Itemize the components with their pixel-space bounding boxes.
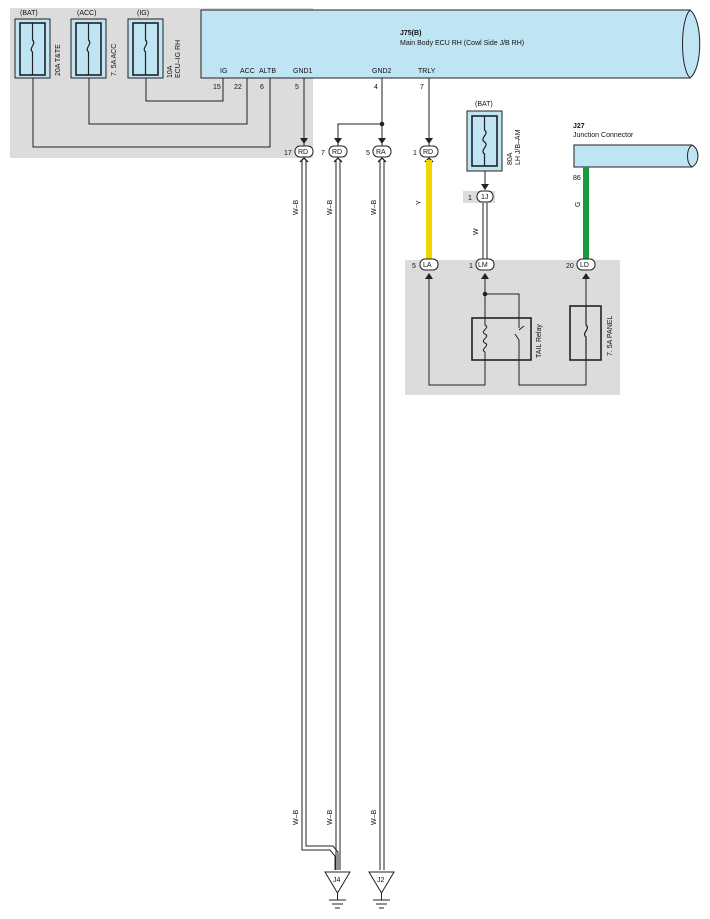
connector-1-code: RD — [423, 149, 433, 156]
ground-j2: J2 — [368, 871, 395, 909]
green-wire — [583, 167, 589, 259]
connector-17-code: RD — [298, 149, 308, 156]
fuse-tte-rating: 20A T&TE — [55, 44, 62, 76]
wire-label-y: Y — [416, 200, 423, 205]
ground-j4: J4 — [324, 871, 351, 909]
connector-1-rd: 1 RD — [413, 145, 439, 158]
ecu-ground-wiring — [303, 78, 430, 146]
fuse-ig-source: (IG) — [137, 10, 149, 17]
fuse-to-ecu-wires — [32, 78, 271, 148]
lh-fuse-rating-2: LH J/B–AM — [515, 129, 522, 165]
lh-fuse-arrow — [481, 184, 489, 190]
terminal-name-trly: TRLY — [418, 68, 436, 75]
wire-label-g: G — [575, 202, 582, 207]
ecu-name: Main Body ECU RH (Cowl Side J/B RH) — [400, 40, 524, 47]
terminal-name-ig: IG — [220, 68, 227, 75]
yellow-wire — [426, 160, 432, 259]
connector-lm-code: LM — [478, 262, 488, 269]
connector-17-rd: 17 RD — [284, 145, 314, 158]
j27-name: Junction Connector — [573, 132, 634, 139]
gnd2-splice — [379, 121, 385, 127]
fuse-acc-source: (ACC) — [77, 10, 96, 17]
jb-panel-background — [405, 260, 620, 395]
j27-pin: 86 — [573, 175, 581, 182]
connector-5-pin: 5 — [366, 150, 370, 157]
pin-ig: 15 — [213, 84, 221, 91]
connector-ld-code: LD — [580, 262, 589, 269]
terminal-name-acc: ACC — [240, 68, 255, 75]
connector-ld-pin: 20 — [566, 263, 574, 270]
lm-splice — [482, 291, 488, 297]
connector-la-code: LA — [423, 262, 432, 269]
connector-17-pin: 17 — [284, 150, 292, 157]
pin-gnd1: 5 — [295, 84, 299, 91]
wire-label-wb-4: W–B — [293, 810, 300, 826]
j27-connector — [573, 144, 699, 168]
connector-7-rd: 7 RD — [321, 145, 348, 158]
ecu-box — [200, 9, 701, 79]
pin-gnd2: 4 — [374, 84, 378, 91]
j27-code: J27 — [573, 123, 585, 130]
connector-1-pin: 1 — [413, 150, 417, 157]
connector-20-ld: 20 LD — [566, 258, 596, 271]
terminal-name-gnd2: GND2 — [372, 68, 392, 75]
connector-5-code: RA — [376, 149, 386, 156]
white-wire — [482, 203, 488, 259]
fuse-lh-jb-am: (BAT) 80A LH J/B–AM — [466, 101, 522, 172]
fuse-tte-source: (BAT) — [20, 10, 38, 17]
ecu-code: J75(B) — [400, 30, 421, 37]
terminal-name-gnd1: GND1 — [293, 68, 313, 75]
fuse-acc-rating: 7. 5A ACC — [111, 44, 118, 76]
tail-relay: TAIL Relay — [471, 317, 543, 361]
fuse-ig-rating-2: ECU–IG RH — [175, 40, 182, 78]
wire-label-w: W — [473, 228, 480, 235]
connector-la-pin: 5 — [412, 263, 416, 270]
lh-fuse-source: (BAT) — [475, 101, 493, 108]
jb-internal-wiring — [428, 279, 587, 386]
connector-1j — [476, 190, 494, 203]
wire-label-wb-6: W–B — [371, 810, 378, 826]
j27-connector-edge — [687, 144, 693, 168]
ground-j2-code: J2 — [377, 877, 385, 884]
wire-label-wb-1: W–B — [293, 200, 300, 216]
connector-5-ra: 5 RA — [366, 145, 392, 158]
connector-arrows-jb — [425, 273, 590, 279]
pin-acc: 22 — [234, 84, 242, 91]
connector-lm-pin: 1 — [469, 263, 473, 270]
lh-fuse-rating-1: 80A — [507, 152, 514, 165]
ground-wires — [301, 160, 385, 870]
fuse-acc: (ACC) 7. 5A ACC — [70, 10, 118, 79]
wire-label-wb-5: W–B — [327, 810, 334, 826]
ecu-box-edge — [682, 9, 691, 79]
tail-relay-label: TAIL Relay — [536, 324, 543, 358]
connector-7-pin: 7 — [321, 150, 325, 157]
pin-trly: 7 — [420, 84, 424, 91]
ground-j4-code: J4 — [333, 877, 341, 884]
wire-label-wb-2: W–B — [327, 200, 334, 216]
connector-1j-pin: 1 — [468, 195, 472, 202]
connector-1j-code: 1J — [481, 194, 488, 201]
fuse-panel: 7. 5A PANEL — [569, 305, 614, 361]
fuse-ig-rating-1: 10A — [167, 65, 174, 78]
pin-altb: 6 — [260, 84, 264, 91]
fuse-tte: (BAT) 20A T&TE — [14, 10, 62, 79]
connector-7-code: RD — [332, 149, 342, 156]
panel-fuse-label: 7. 5A PANEL — [607, 316, 614, 356]
wire-label-wb-3: W–B — [371, 200, 378, 216]
terminal-name-altb: ALTB — [259, 68, 276, 75]
connector-5-la: 5 LA — [412, 258, 439, 271]
connector-1-lm: 1 LM — [469, 258, 495, 271]
down-arrows-top — [300, 138, 433, 144]
connector-arrows-top — [299, 157, 434, 163]
